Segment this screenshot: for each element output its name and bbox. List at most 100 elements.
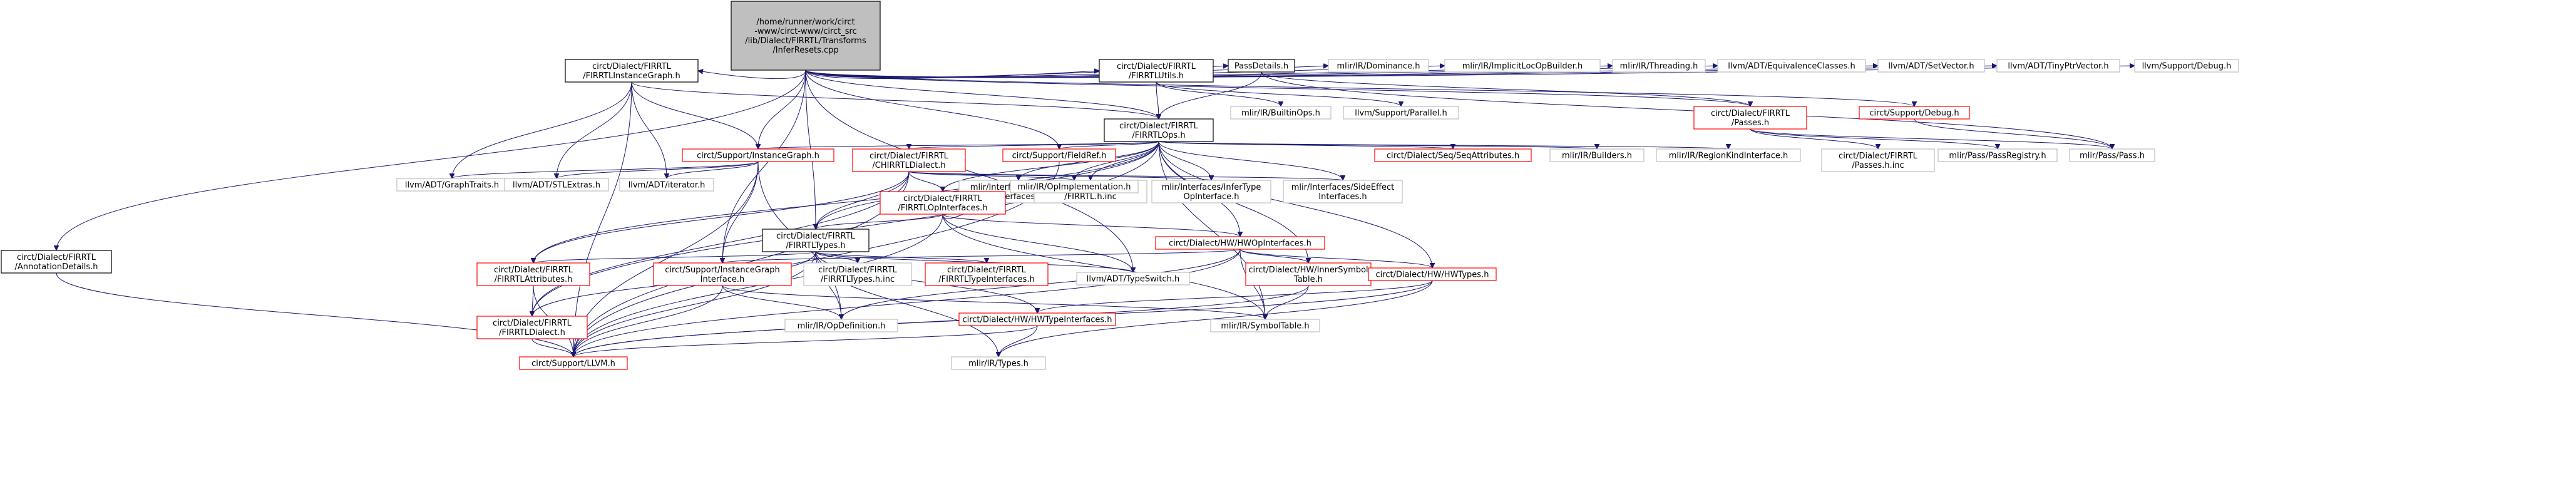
- node-passh[interactable]: mlir/Pass/Pass.h: [2069, 148, 2155, 162]
- node-label-line: /FIRRTLUtils.h: [1129, 71, 1184, 81]
- node-mlirtypes[interactable]: mlir/IR/Types.h: [951, 356, 1046, 370]
- node-annotation[interactable]: circt/Dialect/FIRRTL/AnnotationDetails.h: [1, 250, 112, 274]
- node-label-line: /FIRRTLTypeInterfaces.h: [938, 275, 1034, 284]
- edge-chirrtl-to-attributes: [533, 171, 910, 263]
- node-label-line: circt/Dialect/FIRRTL: [17, 253, 96, 262]
- node-passregistry[interactable]: mlir/Pass/PassRegistry.h: [1937, 148, 2058, 162]
- node-circtdebug[interactable]: circt/Support/Debug.h: [1859, 106, 1970, 120]
- edge-ops-to-sideeffect: [1158, 141, 1343, 181]
- edge-ops-to-regionkind: [1158, 141, 1728, 149]
- node-fieldref[interactable]: circt/Support/FieldRef.h: [1002, 148, 1116, 162]
- edge-innersym-to-symtable: [1265, 285, 1309, 320]
- edge-utils-to-parallel: [1156, 81, 1401, 107]
- node-instgraph[interactable]: circt/Dialect/FIRRTL/FIRRTLInstanceGraph…: [565, 59, 699, 83]
- node-box: [1717, 59, 1866, 73]
- node-setvector[interactable]: llvm/ADT/SetVector.h: [1877, 59, 1985, 73]
- edge-ops-to-opimpl: [1074, 141, 1159, 181]
- edge-passes-to-passregistry: [1750, 128, 1998, 150]
- node-opdef[interactable]: mlir/IR/OpDefinition.h: [784, 319, 898, 332]
- node-stlextras[interactable]: llvm/ADT/STLExtras.h: [504, 178, 609, 192]
- nodes-layer: /home/runner/work/circt-www/circt-www/ci…: [1, 1, 2239, 370]
- node-parallel[interactable]: llvm/Support/Parallel.h: [1343, 106, 1459, 120]
- node-box: [476, 262, 590, 286]
- node-opimpl[interactable]: mlir/IR/OpImplementation.h: [1010, 180, 1139, 193]
- node-root[interactable]: /home/runner/work/circt-www/circt-www/ci…: [731, 1, 881, 71]
- node-label-line: mlir/IR/OpImplementation.h: [1018, 183, 1131, 192]
- node-box: [1002, 148, 1116, 162]
- node-passdetails[interactable]: PassDetails.h: [1228, 59, 1295, 73]
- node-graphtraits[interactable]: llvm/ADT/GraphTraits.h: [396, 178, 508, 192]
- node-box: [762, 229, 870, 252]
- node-threading[interactable]: mlir/IR/Threading.h: [1612, 59, 1706, 73]
- edge-hwopiface-to-hwtypes: [1239, 249, 1432, 269]
- node-iterator[interactable]: llvm/ADT/iterator.h: [619, 178, 714, 192]
- node-hwtypes[interactable]: circt/Dialect/HW/HWTypes.h: [1368, 267, 1497, 281]
- edge-opinterfaces-to-symtable: [942, 214, 1265, 319]
- node-label-line: mlir/IR/ImplicitLocOpBuilder.h: [1462, 62, 1583, 71]
- node-seqattrs[interactable]: circt/Dialect/Seq/SeqAttributes.h: [1374, 148, 1532, 162]
- node-box: [880, 191, 1006, 215]
- node-label-line: /CHIRRTLDialect.h: [872, 161, 945, 170]
- node-box: [1099, 59, 1214, 83]
- node-typeswitch[interactable]: llvm/ADT/TypeSwitch.h: [1076, 272, 1190, 286]
- node-ops[interactable]: circt/Dialect/FIRRTL/FIRRTLOps.h: [1104, 118, 1214, 142]
- node-llvmh[interactable]: circt/Support/LLVM.h: [519, 356, 628, 370]
- node-builtinops[interactable]: mlir/IR/BuiltinOps.h: [1230, 106, 1332, 120]
- node-label-line: llvm/ADT/GraphTraits.h: [405, 181, 499, 190]
- node-label-line: mlir/IR/BuiltinOps.h: [1241, 109, 1320, 118]
- node-label-line: circt/Support/Debug.h: [1869, 109, 1959, 118]
- node-label-line: mlir/Interfaces/InferType: [1162, 183, 1261, 192]
- node-box: [653, 262, 792, 286]
- node-opinterfaces[interactable]: circt/Dialect/FIRRTL/FIRRTLOpInterfaces.…: [880, 191, 1006, 215]
- edge-root-to-typeswitch: [805, 69, 1133, 272]
- edge-instgraph-to-stlextras: [557, 81, 632, 178]
- node-label-line: circt/Dialect/HW/HWOpInterfaces.h: [1169, 239, 1311, 249]
- node-label-line: mlir/IR/Dominance.h: [1337, 62, 1420, 71]
- node-label-line: /Passes.h: [1732, 118, 1769, 128]
- node-box: [1010, 180, 1139, 193]
- node-types[interactable]: circt/Dialect/FIRRTL/FIRRTLTypes.h: [762, 229, 870, 252]
- node-passes[interactable]: circt/Dialect/FIRRTL/Passes.h: [1693, 106, 1807, 130]
- edge-dialect-to-llvmh: [531, 338, 573, 358]
- node-symtable[interactable]: mlir/IR/SymbolTable.h: [1210, 319, 1320, 332]
- edge-passes-to-passesinc: [1750, 128, 1878, 150]
- node-box: [1155, 236, 1325, 250]
- edge-passdetails-to-passes: [1261, 71, 1750, 107]
- node-box: [951, 356, 1046, 370]
- edge-supinstiface-to-opdef: [722, 285, 841, 320]
- node-attributes[interactable]: circt/Dialect/FIRRTL/FIRRTLAttributes.h: [476, 262, 590, 286]
- edge-chirrtl-to-infertype: [908, 171, 1211, 181]
- edge-ops-to-builders: [1158, 141, 1597, 150]
- node-llvmdebug[interactable]: llvm/Support/Debug.h: [2134, 59, 2239, 73]
- node-box: [504, 178, 609, 192]
- node-hwtypeiface[interactable]: circt/Dialect/HW/HWTypeInterfaces.h: [958, 312, 1116, 326]
- node-typesinc[interactable]: circt/Dialect/FIRRTL/FIRRTLTypes.h.inc: [803, 262, 912, 286]
- node-label-line: circt/Dialect/FIRRTL: [776, 232, 856, 241]
- node-dominance[interactable]: mlir/IR/Dominance.h: [1328, 59, 1429, 73]
- node-box: [1693, 106, 1807, 130]
- node-utils[interactable]: circt/Dialect/FIRRTL/FIRRTLUtils.h: [1099, 59, 1214, 83]
- edge-instgraph-to-supinstgraph: [631, 81, 758, 149]
- node-typeiface[interactable]: circt/Dialect/FIRRTL/FIRRTLTypeInterface…: [925, 262, 1049, 286]
- node-label-line: llvm/ADT/STLExtras.h: [513, 181, 600, 190]
- node-passesinc[interactable]: circt/Dialect/FIRRTL/Passes.h.inc: [1821, 148, 1935, 172]
- node-label-line: circt/Dialect/FIRRTL: [903, 194, 983, 203]
- node-dialect[interactable]: circt/Dialect/FIRRTL/FIRRTLDialect.h: [476, 316, 588, 339]
- node-box: [476, 316, 588, 339]
- node-hwopiface[interactable]: circt/Dialect/HW/HWOpInterfaces.h: [1155, 236, 1325, 250]
- node-tinyptr[interactable]: llvm/ADT/TinyPtrVector.h: [1996, 59, 2120, 73]
- node-equivclasses[interactable]: llvm/ADT/EquivalenceClasses.h: [1717, 59, 1866, 73]
- node-implicitloc[interactable]: mlir/IR/ImplicitLocOpBuilder.h: [1444, 59, 1601, 73]
- node-regionkind[interactable]: mlir/IR/RegionKindInterface.h: [1656, 148, 1801, 162]
- node-builders[interactable]: mlir/IR/Builders.h: [1549, 148, 1645, 162]
- node-label-line: circt/Dialect/HW/HWTypeInterfaces.h: [962, 316, 1112, 325]
- node-label-line: mlir/Interfaces/SideEffect: [1291, 183, 1395, 192]
- node-box: [1996, 59, 2120, 73]
- node-box: [1444, 59, 1601, 73]
- node-chirrtl[interactable]: circt/Dialect/FIRRTL/CHIRRTLDialect.h: [852, 148, 966, 172]
- node-supinstgraph[interactable]: circt/Support/InstanceGraph.h: [682, 148, 834, 162]
